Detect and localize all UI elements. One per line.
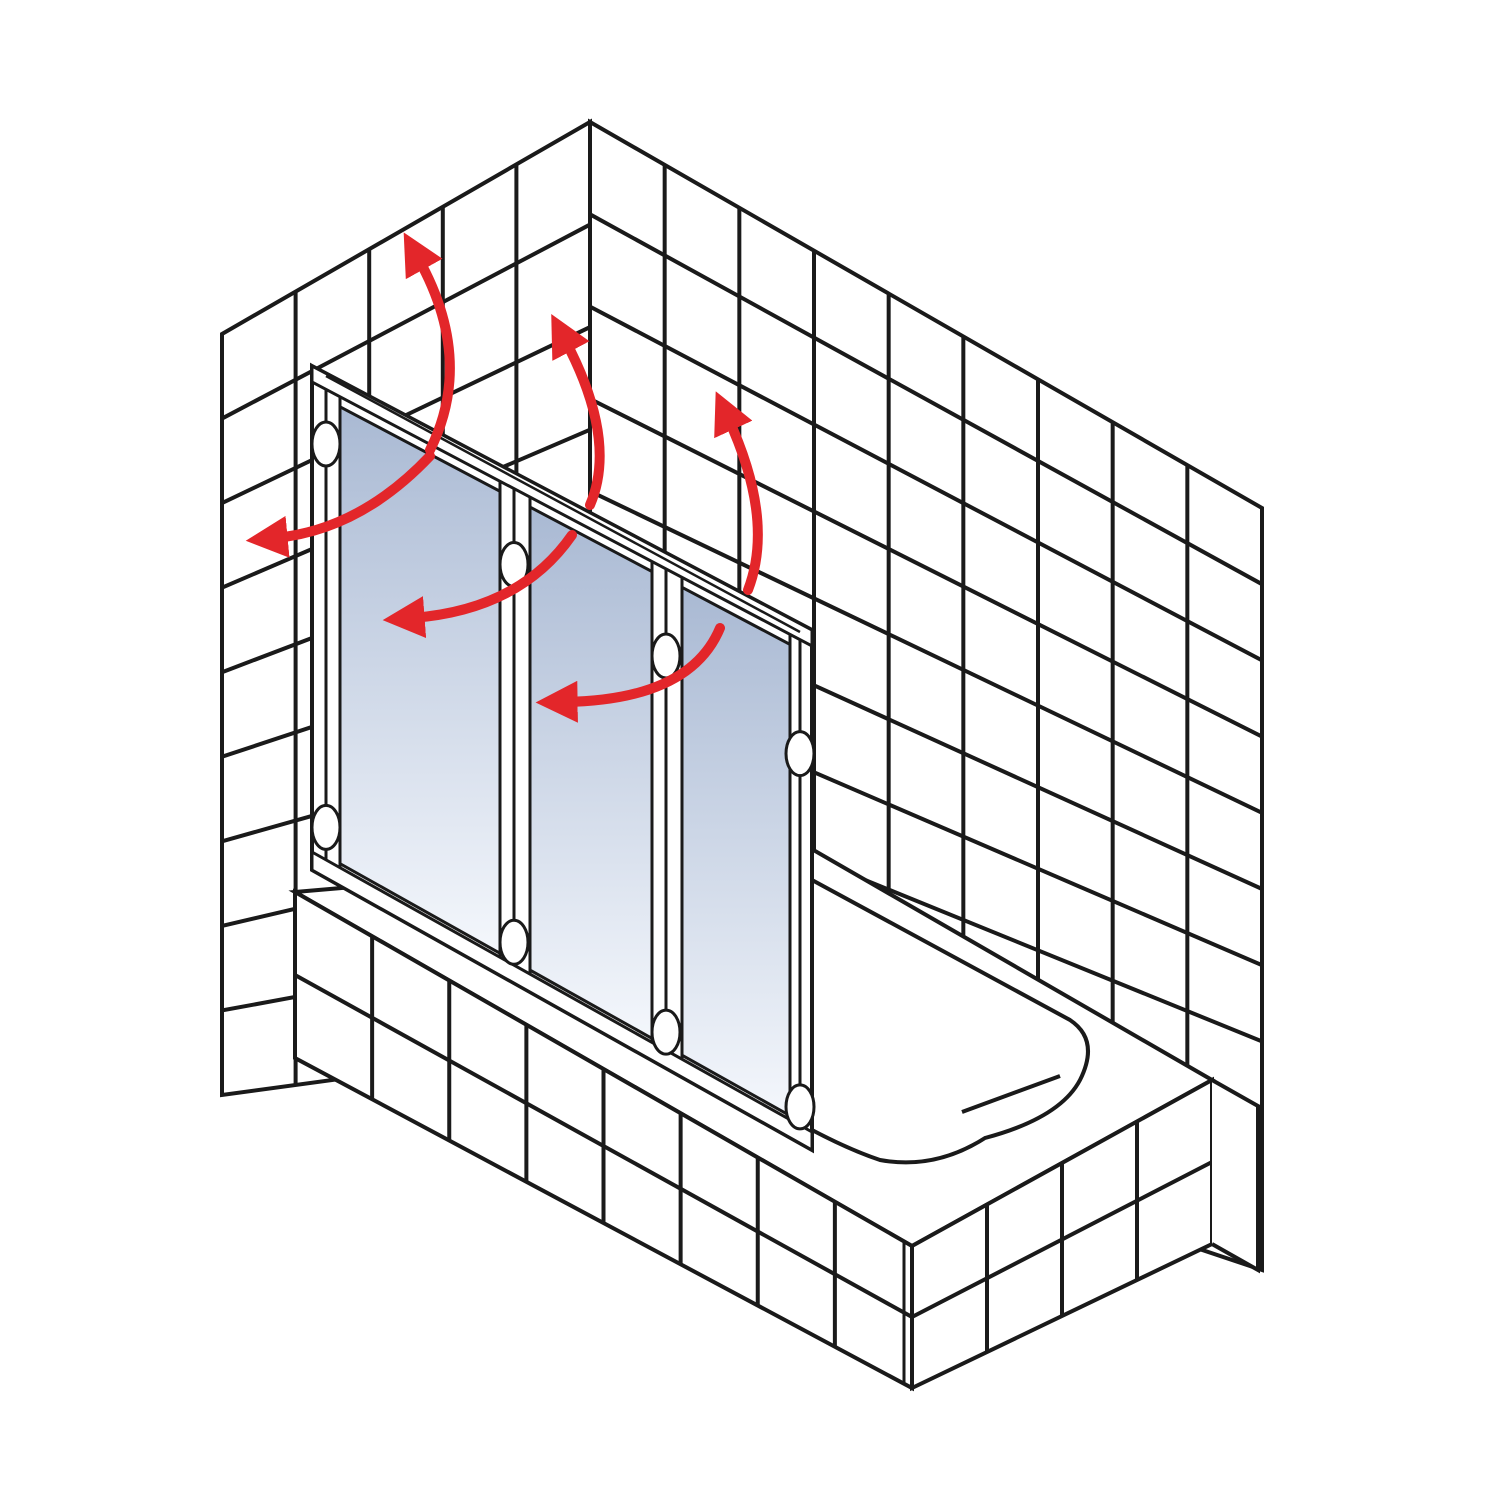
tile-joint (590, 397, 1262, 739)
hinge-icon (784, 1083, 816, 1131)
tile-joint (222, 222, 590, 421)
curved-arrow-icon (403, 232, 455, 455)
hinge-icon (650, 1008, 682, 1056)
curved-arrow-icon (382, 530, 577, 639)
tub-front-tiles (294, 936, 913, 1347)
curved-arrow-icon (551, 314, 605, 510)
hinge-icon (498, 918, 530, 966)
glass-panel-2 (528, 504, 654, 1041)
drain-icon (961, 1074, 1061, 1114)
glass-panels (310, 366, 814, 1146)
opening-arrows (245, 232, 763, 723)
tile-joint (590, 212, 1262, 586)
bottom-rail (310, 849, 814, 1153)
curved-arrow-icon (535, 623, 725, 723)
glass-panel-1 (338, 404, 502, 956)
tile-joint (911, 1160, 1213, 1319)
hinge-icon (310, 803, 342, 851)
curved-arrow-icon (714, 391, 763, 595)
tile-joint (590, 304, 1262, 663)
hinge-icon (310, 420, 342, 468)
curved-arrow-icon (245, 451, 435, 558)
tile-joint (294, 973, 913, 1319)
tub-side-tiles (911, 1121, 1213, 1352)
hinge-icon (650, 632, 682, 680)
tile-joint (590, 489, 1262, 815)
hinge-icon (784, 730, 816, 778)
folding-bath-screen (310, 362, 816, 1154)
